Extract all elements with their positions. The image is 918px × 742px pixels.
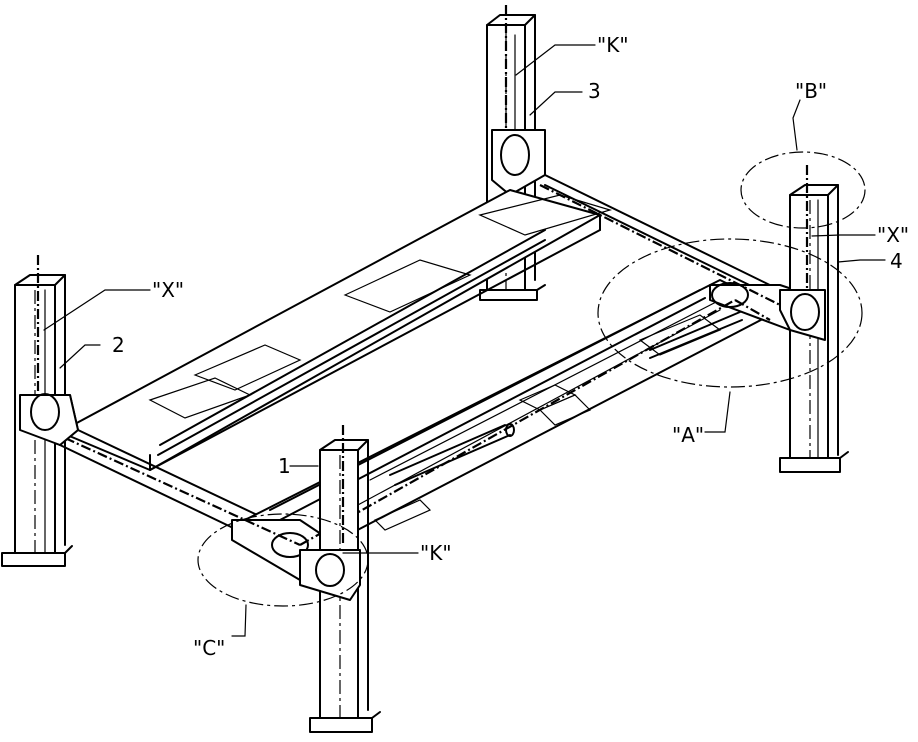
lift-frame [19,129,826,601]
label-x-left: "X" [152,278,184,302]
label-4: 4 [890,249,903,273]
label-k-bottom: "K" [420,541,452,565]
label-a: "A" [672,423,704,447]
post-left [1,255,79,567]
label-2: 2 [112,333,125,357]
cables [64,184,781,547]
label-k-top: "K" [597,33,629,57]
label-x-right: "X" [877,223,909,247]
detail-circle-a [597,238,863,388]
label-b: "B" [795,79,827,103]
label-1: 1 [278,454,291,478]
label-3: 3 [588,79,601,103]
label-c: "C" [193,636,225,660]
detail-circle-b [740,151,866,229]
post-front [299,425,381,733]
post-right [779,165,849,473]
leader-lines [43,44,886,637]
detail-circle-c [197,513,369,607]
